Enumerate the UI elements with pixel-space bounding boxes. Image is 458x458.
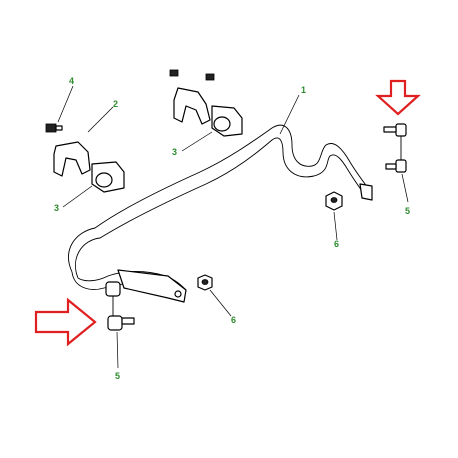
- callout-bolt: 4: [69, 76, 74, 86]
- callout-bush-top: 3: [172, 147, 177, 157]
- nut-left: [197, 274, 213, 291]
- callout-bar: 1: [301, 85, 306, 95]
- callout-nut-left: 6: [231, 315, 236, 325]
- callout-link-left: 5: [115, 371, 120, 381]
- highlight-arrow-right: [34, 297, 97, 347]
- callouts: 1 2 4 3 3 5 5 6 6: [54, 76, 410, 381]
- drop-link-right: [383, 123, 407, 173]
- callout-bush-left: 3: [54, 203, 59, 213]
- drop-link-left: [105, 281, 135, 331]
- callout-nut-right: 6: [334, 239, 339, 249]
- leader-lines: [57, 85, 409, 369]
- highlight-arrow-down: [375, 79, 421, 116]
- callout-link-right: 5: [405, 206, 410, 216]
- callout-clamp-left: 2: [113, 99, 118, 109]
- bolt: [45, 123, 57, 133]
- upper-bolt-left: [169, 69, 179, 77]
- nut-right: [325, 191, 343, 211]
- upper-clamp-assembly: [169, 69, 243, 137]
- upper-bolt-right: [205, 73, 215, 81]
- anti-roll-bar: [68, 124, 373, 303]
- lower-clamp-assembly: [45, 123, 125, 193]
